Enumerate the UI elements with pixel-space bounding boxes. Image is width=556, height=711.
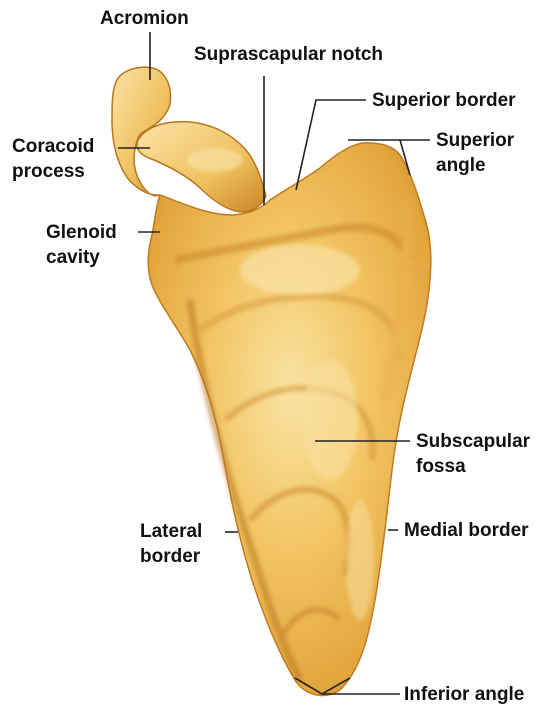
label-subscapular-fossa: Subscapular fossa [416, 429, 530, 479]
label-superior-border: Superior border [372, 88, 516, 113]
scapula-body [148, 143, 431, 696]
label-acromion: Acromion [100, 6, 189, 31]
label-lateral-border: Lateral border [140, 519, 202, 569]
label-inferior-angle: Inferior angle [404, 682, 524, 707]
label-coracoid-process: Coracoid process [12, 134, 94, 184]
label-superior-angle: Superior angle [436, 128, 514, 178]
label-medial-border: Medial border [404, 518, 529, 543]
label-suprascapular-notch: Suprascapular notch [194, 42, 383, 67]
label-glenoid-cavity: Glenoid cavity [46, 220, 117, 270]
